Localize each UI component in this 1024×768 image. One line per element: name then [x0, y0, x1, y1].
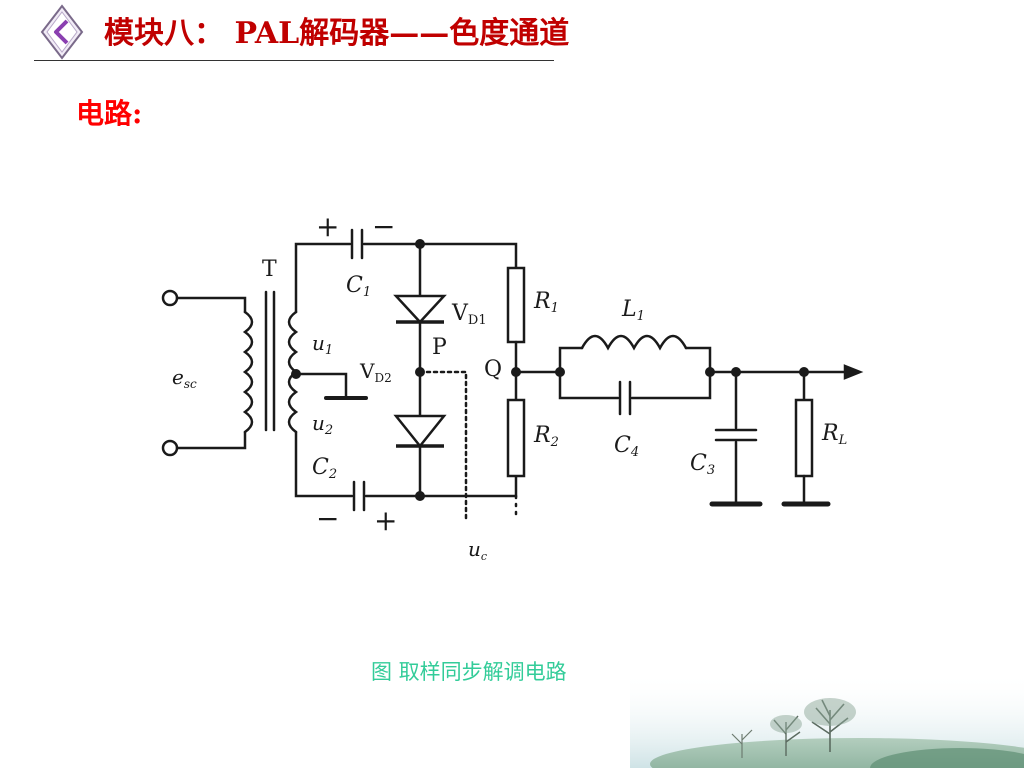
- label-vd2-sub: D2: [374, 371, 391, 385]
- label-l1-sub: 1: [637, 309, 645, 324]
- input-terminal-top: [161, 289, 179, 307]
- label-r1: R1: [533, 289, 559, 316]
- label-node-p: P: [432, 335, 447, 360]
- resistor-r1: [506, 266, 526, 344]
- label-u1-main: u: [312, 331, 325, 355]
- junction-dot: [415, 239, 425, 249]
- diode-vd1-symbol: [393, 294, 447, 324]
- top-rail-left: [294, 242, 352, 314]
- label-c1-main: C: [346, 273, 363, 298]
- input-terminal-bottom: [161, 439, 179, 457]
- input-wire-top: [175, 296, 247, 314]
- label-c1-sub: 1: [363, 285, 371, 300]
- label-u2: u2: [312, 411, 333, 438]
- label-c4: C4: [614, 433, 639, 460]
- label-c2: C2: [312, 455, 337, 482]
- label-source-main: e: [172, 365, 184, 389]
- label-vd2-main: V: [359, 359, 375, 383]
- diode-vd2-symbol: [393, 414, 447, 449]
- label-c4-sub: 4: [630, 445, 639, 460]
- label-r2-sub: 2: [550, 435, 559, 450]
- lc-branch-lower: [558, 370, 620, 400]
- landscape-foliage: [770, 698, 856, 733]
- section-label: 电路:: [76, 97, 143, 130]
- label-source: esc: [172, 365, 197, 391]
- lc-branch-lower-right: [630, 370, 712, 400]
- label-c3-main: C: [690, 451, 707, 476]
- junction-dot: [415, 367, 425, 377]
- back-arrow-diamond-icon[interactable]: [40, 4, 84, 60]
- junction-dot: [799, 367, 809, 377]
- label-uc: uc: [468, 537, 487, 563]
- junction-dot: [415, 491, 425, 501]
- landscape-trees-decoration: [630, 672, 1024, 768]
- label-rl-sub: L: [838, 433, 848, 448]
- label-source-sub: sc: [184, 377, 197, 391]
- label-c1-plus: +: [316, 210, 339, 243]
- label-vd1-sub: D1: [468, 313, 487, 328]
- label-l1: L1: [621, 297, 645, 324]
- resistor-r2: [506, 398, 526, 478]
- label-c3: C3: [690, 451, 715, 478]
- landscape-tree: [731, 729, 753, 758]
- label-rl-main: R: [821, 421, 839, 446]
- label-u2-main: u: [312, 411, 325, 435]
- title-divider: [34, 60, 554, 61]
- label-uc-sub: c: [481, 550, 487, 563]
- label-r2-main: R: [533, 423, 551, 448]
- figure-caption: 图 取样同步解调电路: [371, 660, 567, 684]
- slide-title: 模块八： PAL解码器——色度通道: [104, 16, 570, 51]
- label-c4-main: C: [614, 433, 631, 458]
- input-wire-bottom: [175, 430, 247, 450]
- junction-dot: [731, 367, 741, 377]
- label-c2-main: C: [312, 455, 329, 480]
- label-c2-sub: 2: [328, 467, 337, 482]
- label-r1-sub: 1: [551, 301, 559, 316]
- label-transformer: T: [262, 257, 277, 282]
- label-l1-main: L: [621, 297, 637, 322]
- label-c1-minus: −: [372, 210, 395, 243]
- label-c1: C1: [346, 273, 371, 300]
- bottom-rail-left: [294, 430, 354, 498]
- primary-winding: [242, 310, 254, 434]
- label-vd1: VD1: [451, 301, 487, 328]
- p-node-wire: [418, 370, 468, 522]
- output-arrow: [843, 364, 864, 380]
- label-vd1-main: V: [451, 301, 469, 326]
- landscape-hill: [870, 748, 1024, 768]
- label-c2-minus: −: [316, 502, 339, 535]
- junction-dot: [511, 367, 521, 377]
- label-c3-sub: 3: [707, 463, 715, 478]
- bottom-rail-right: [364, 474, 518, 498]
- label-r1-main: R: [533, 289, 551, 314]
- label-r2: R2: [533, 423, 559, 450]
- lc-branch-upper-right: [684, 346, 712, 374]
- label-node-q: Q: [484, 357, 502, 382]
- label-vd2: VD2: [359, 359, 392, 385]
- lc-branch-upper: [558, 346, 584, 374]
- inductor-l1: [580, 334, 688, 351]
- label-c2-plus: +: [374, 504, 397, 537]
- resistor-rl: [794, 398, 814, 478]
- junction-dot: [705, 367, 715, 377]
- junction-dot: [291, 369, 301, 379]
- label-u1: u1: [312, 331, 333, 358]
- top-rail-right: [362, 242, 518, 270]
- center-tap-wire: [294, 372, 348, 398]
- label-u1-sub: 1: [325, 343, 333, 358]
- sampling-demodulator-circuit: T esc u1 u2 C1 C2 VD1 VD2 P Q R1 R2 L1 C…: [161, 210, 864, 563]
- label-rl: RL: [821, 421, 847, 448]
- label-uc-main: u: [468, 537, 481, 561]
- junction-dot: [555, 367, 565, 377]
- label-u2-sub: 2: [324, 423, 333, 438]
